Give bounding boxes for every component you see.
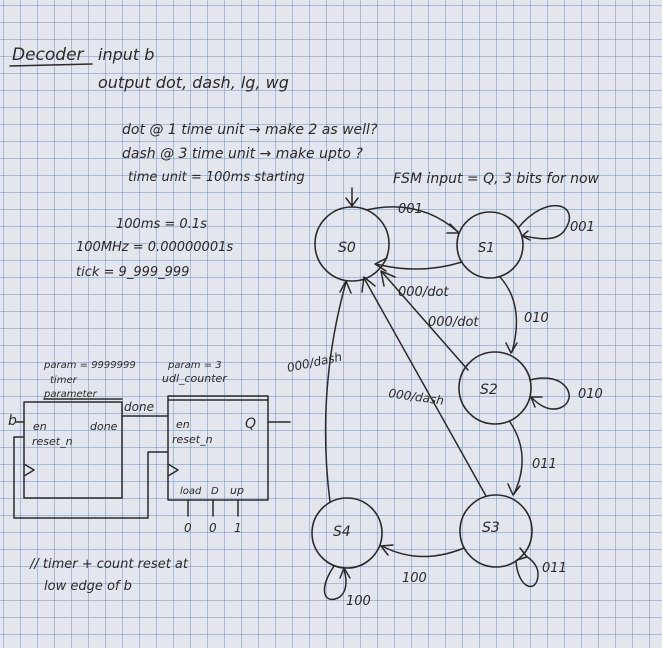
- edge-s4-s0-head: [339, 280, 352, 294]
- edge-s3-s4: [381, 545, 465, 558]
- timer-name-2: parameter: [43, 389, 98, 400]
- edge-s1-self: [517, 204, 571, 240]
- label-s3-s0: 000/dash: [388, 386, 445, 408]
- pin-bit-1: 0: [209, 521, 217, 535]
- edge-s3-s0: [363, 277, 487, 497]
- reset-note-1: // timer + count reset at: [29, 557, 189, 572]
- counter-block: [167, 395, 269, 501]
- label-s1-s2: 010: [524, 311, 549, 326]
- edge-s2-s0-head: [380, 270, 396, 287]
- label-s2-s3: 011: [532, 457, 557, 472]
- fsm-header: FSM input = Q, 3 bits for now: [393, 171, 600, 187]
- note-time-unit: time unit = 100ms starting: [128, 170, 305, 185]
- timer-reset: reset_n: [32, 435, 73, 448]
- counter-reset: reset_n: [172, 433, 213, 446]
- label-s3-s4: 100: [402, 571, 427, 586]
- note-dash: dash @ 3 time unit → make upto ?: [122, 146, 363, 162]
- state-s3: [459, 494, 533, 568]
- timer-en: en: [33, 420, 47, 433]
- state-s1: [456, 211, 524, 279]
- edge-s3-self-head: [516, 547, 528, 561]
- label-s2-s0: 000/dot: [428, 315, 479, 330]
- note-calc-3: tick = 9_999_999: [76, 265, 189, 280]
- wire-done: done: [124, 400, 154, 414]
- note-output: output dot, dash, lg, wg: [98, 73, 289, 92]
- counter-load: load: [180, 486, 202, 497]
- timer-block: [23, 401, 123, 499]
- counter-up: up: [230, 484, 244, 497]
- label-s1-self: 001: [570, 220, 595, 235]
- counter-d: D: [211, 486, 219, 497]
- label-s2-self: 010: [578, 387, 603, 402]
- reset-note-2: low edge of b: [44, 579, 132, 594]
- edge-s3-s4-head: [380, 544, 394, 556]
- edge-s2-self-head: [530, 396, 543, 408]
- edge-s0-s1: [365, 206, 459, 233]
- start-arrow: [345, 187, 359, 207]
- state-s2: [458, 351, 532, 425]
- edge-s4-self-head: [339, 567, 351, 579]
- edge-s2-s3-head: [507, 483, 521, 496]
- label-s1-s0: 000/dot: [398, 285, 449, 300]
- edge-s1-self-head: [521, 230, 531, 241]
- edge-s1-s0: [375, 261, 463, 270]
- edge-s0-s1-head: [446, 223, 460, 234]
- counter-param: param = 3: [167, 360, 222, 371]
- timer-clock: [23, 463, 35, 477]
- state-s2-label: S2: [480, 382, 498, 398]
- counter-pins: [187, 499, 239, 517]
- label-s3-self: 011: [542, 561, 567, 576]
- title-underline: [9, 63, 93, 67]
- counter-q: Q: [245, 416, 256, 432]
- state-s4: [311, 497, 383, 569]
- note-input: input b: [98, 45, 154, 64]
- note-dot: dot @ 1 time unit → make 2 as well?: [122, 122, 378, 138]
- pin-bit-0: 0: [184, 521, 192, 535]
- label-s0-s1: 001: [398, 202, 423, 217]
- state-s0: [314, 206, 390, 282]
- note-title: Decoder: [12, 45, 85, 65]
- reset-wire-timer: [13, 436, 169, 519]
- edge-s3-self: [515, 555, 539, 588]
- edge-s1-s2-head: [505, 342, 518, 354]
- counter-clock: [167, 463, 179, 477]
- counter-name: udl_counter: [162, 372, 228, 385]
- edge-s2-self: [529, 377, 570, 410]
- state-s4-label: S4: [333, 524, 351, 540]
- pin-bit-2: 1: [234, 521, 242, 535]
- edge-s2-s0: [381, 271, 469, 371]
- counter-en: en: [176, 418, 190, 431]
- timer-param: param = 9999999: [43, 360, 136, 371]
- edge-s4-self: [323, 565, 347, 601]
- state-s1-label: S1: [478, 241, 495, 256]
- edge-s3-s0-head: [361, 276, 376, 293]
- state-s0-label: S0: [338, 240, 356, 256]
- edge-s4-s0: [324, 281, 347, 503]
- note-calc-1: 100ms = 0.1s: [116, 217, 207, 232]
- edge-s1-s0-head: [374, 257, 388, 272]
- note-calc-2: 100MHz = 0.00000001s: [76, 240, 233, 255]
- label-s4-s0: 000/dash: [286, 350, 343, 375]
- timer-done: done: [90, 420, 118, 433]
- timer-name: timer: [50, 375, 78, 386]
- edge-s2-s3: [509, 421, 523, 495]
- edge-s1-s2: [499, 276, 518, 353]
- input-b: b: [8, 413, 17, 429]
- label-s4-self: 100: [346, 594, 371, 609]
- state-s3-label: S3: [482, 520, 500, 536]
